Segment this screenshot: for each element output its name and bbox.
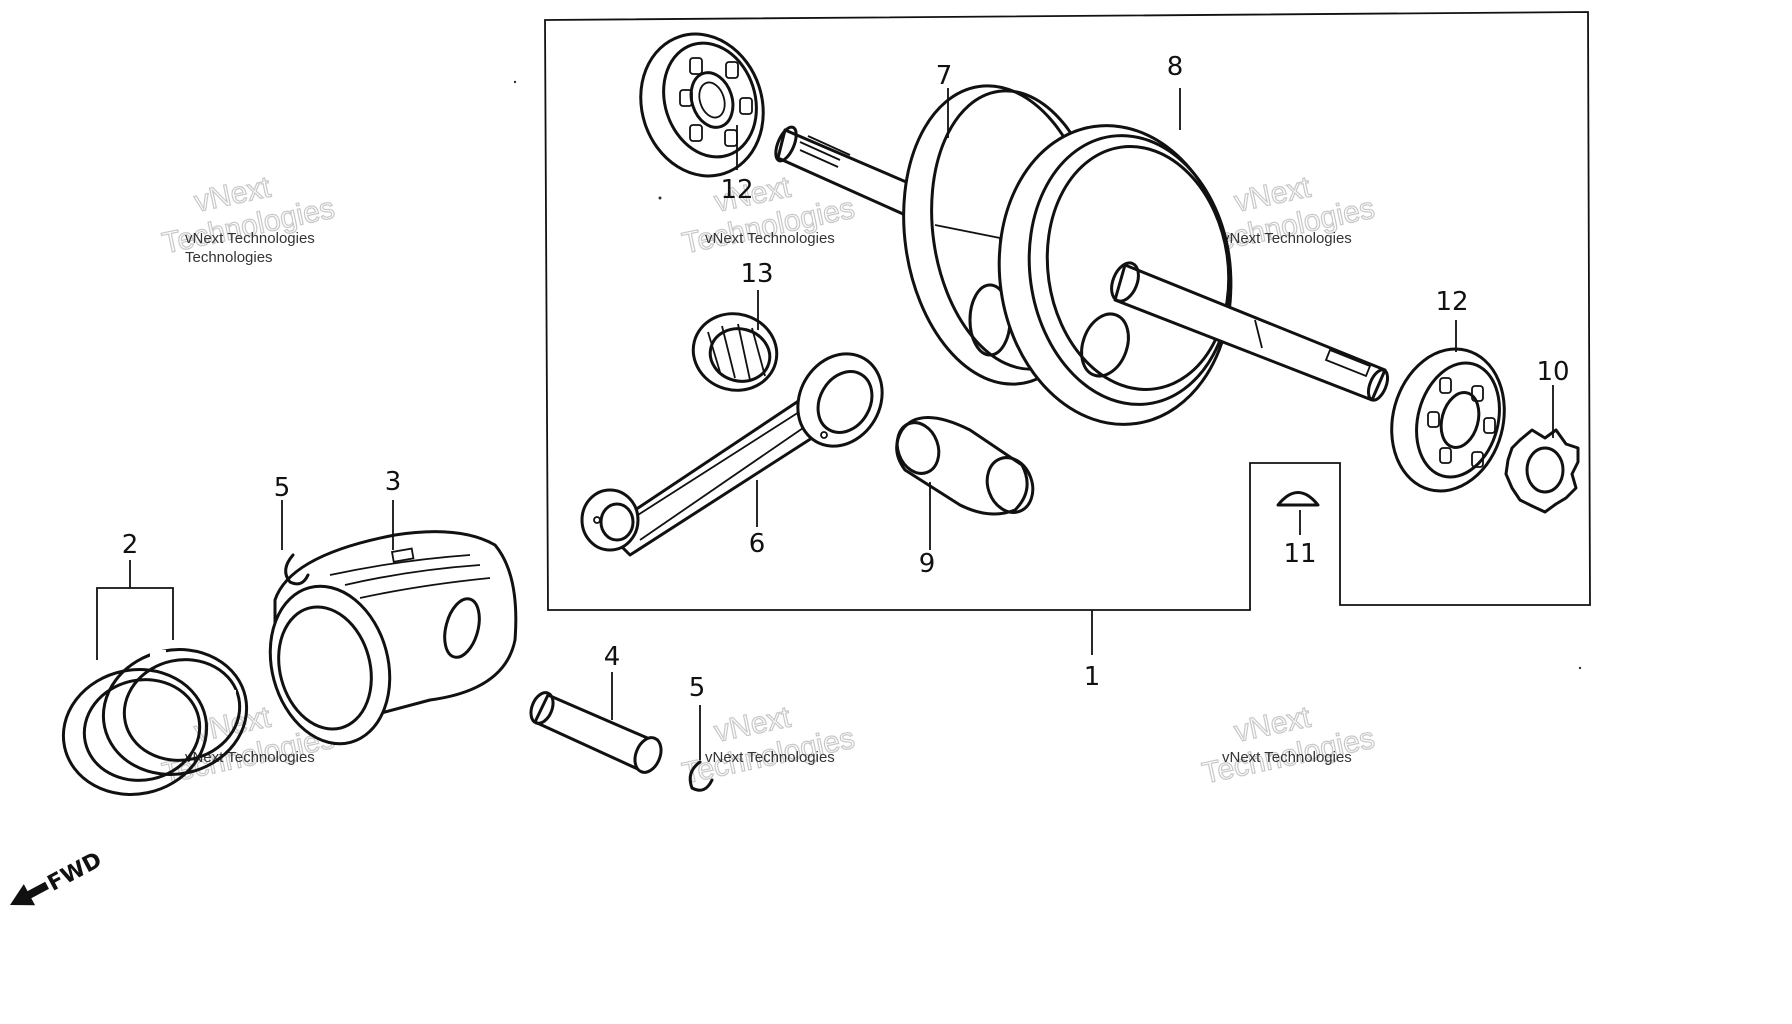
crankshaft-assembly-boundary <box>544 11 1591 611</box>
piston-pin-clip-left <box>284 553 310 586</box>
watermark-2-label: vNext Technologies <box>705 230 835 247</box>
watermark-1-label: vNext Technologies <box>185 230 315 247</box>
piston <box>268 530 518 746</box>
watermark-3-label: vNext Technologies <box>1222 230 1352 247</box>
callout-10: 10 <box>1536 357 1569 387</box>
watermark-1-label-2: Technologies <box>185 249 273 266</box>
callout-7: 7 <box>936 61 953 91</box>
scan-dot <box>513 80 517 84</box>
forward-arrow-icon: FWD <box>10 848 107 906</box>
bearing-right <box>1390 347 1506 493</box>
callout-3: 3 <box>385 467 402 497</box>
piston-rings <box>61 648 249 796</box>
forward-label: FWD <box>44 848 107 897</box>
crankshaft-right-shaft <box>1110 261 1390 402</box>
scan-dot <box>1578 666 1582 670</box>
piston-pin-clip-right <box>688 760 714 792</box>
callout-12a: 12 <box>720 175 753 205</box>
piston-pin <box>529 691 663 774</box>
callout-13: 13 <box>740 259 773 289</box>
callout-12b: 12 <box>1435 287 1468 317</box>
callout-4: 4 <box>604 642 621 672</box>
watermark-5-label: vNext Technologies <box>705 749 835 766</box>
crank-pin <box>895 416 1035 516</box>
connecting-rod <box>580 352 884 557</box>
watermark-3: vNext Technologies <box>1199 170 1378 261</box>
callout-8: 8 <box>1167 52 1184 82</box>
scan-dot <box>658 196 662 200</box>
callout-9: 9 <box>919 549 936 579</box>
watermark-6: vNext Technologies <box>1199 700 1378 791</box>
callout-5a: 5 <box>274 473 291 503</box>
callout-11: 11 <box>1283 539 1316 569</box>
needle-bearing <box>691 312 779 392</box>
watermark-6-label: vNext Technologies <box>1222 749 1352 766</box>
callout-1: 1 <box>1084 662 1101 692</box>
watermark-4-label: vNext Technologies <box>185 749 315 766</box>
sprocket-gear <box>1504 428 1580 514</box>
callout-6: 6 <box>749 529 766 559</box>
leader-2 <box>96 560 174 660</box>
callout-2: 2 <box>122 530 139 560</box>
callout-5b: 5 <box>689 673 706 703</box>
woodruff-key <box>1276 491 1320 507</box>
bearing-left <box>639 32 765 178</box>
